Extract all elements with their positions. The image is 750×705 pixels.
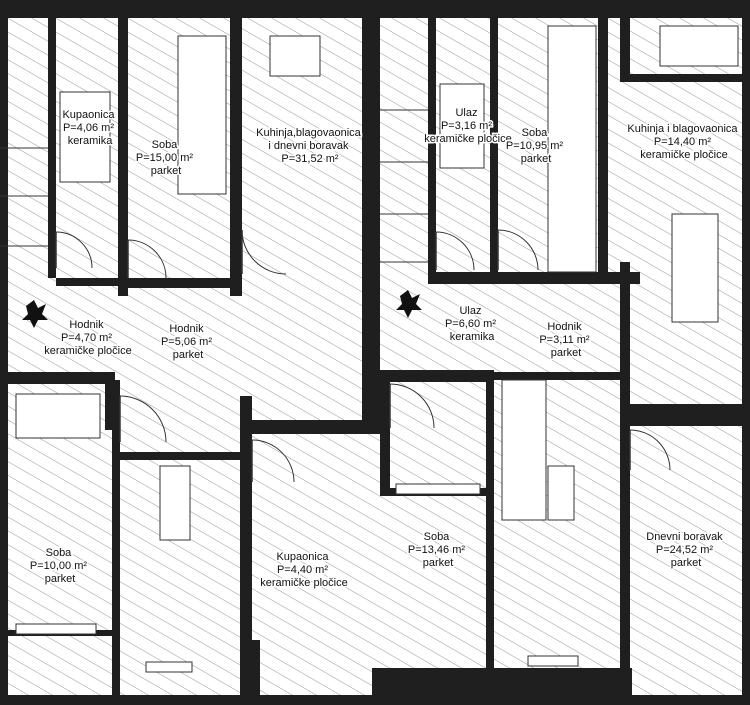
- door-swing: [55, 231, 93, 269]
- room-area: P=14,40 m²: [654, 136, 712, 148]
- radiator: [145, 661, 193, 673]
- room-floor: keramičke pločice: [44, 345, 131, 357]
- room-name: Soba: [46, 547, 73, 559]
- room-floor: keramičke pločice: [640, 149, 727, 161]
- door-swing: [389, 383, 435, 429]
- room-area: P=4,06 m²: [63, 122, 114, 134]
- room-label: Soba P=13,46 m² parket: [408, 531, 468, 569]
- room-name: Soba: [424, 531, 451, 543]
- wardrobe: [177, 35, 227, 195]
- radiator: [527, 655, 579, 667]
- fixtures: [15, 25, 739, 673]
- room-area: P=15,00 m²: [136, 152, 194, 164]
- shelf: [547, 465, 575, 521]
- room-label: Kuhinja i blagovaonica P=14,40 m² kerami…: [627, 123, 740, 161]
- room-area: P=4,70 m²: [61, 332, 112, 344]
- room-floor: parket: [151, 165, 182, 177]
- room-name: Ulaz: [455, 107, 477, 119]
- room-name: Soba: [152, 139, 179, 151]
- room-name: Kupaonica: [276, 551, 329, 563]
- room-floor: parket: [173, 349, 204, 361]
- room-name: Hodnik: [547, 321, 582, 333]
- room-area: P=4,40 m²: [277, 564, 328, 576]
- room-floor: parket: [671, 557, 702, 569]
- entrance-marker: [22, 300, 48, 328]
- room-label: Ulaz P=3,16 m² keramičke pločice: [424, 107, 511, 145]
- room-floor: parket: [551, 347, 582, 359]
- room-name: Dnevni boravak: [646, 531, 723, 543]
- room-name: Kupaonica: [62, 109, 115, 121]
- room-area: P=6,60 m²: [445, 318, 496, 330]
- wardrobe: [159, 465, 191, 541]
- room-label: Soba P=15,00 m² parket: [136, 139, 196, 177]
- door-swing: [497, 229, 539, 271]
- room-label: Hodnik P=4,70 m² keramičke pločice: [44, 319, 131, 357]
- room-label: Kupaonica P=4,06 m² keramika: [62, 109, 117, 147]
- room-area: P=10,95 m²: [506, 140, 564, 152]
- room-name: Soba: [522, 127, 549, 139]
- door-swing: [435, 231, 475, 271]
- room-name: Hodnik: [169, 323, 204, 335]
- room-name: Kuhinja i blagovaonica: [627, 123, 738, 135]
- room-name-line-2: i dnevni boravak: [268, 140, 349, 152]
- wardrobe: [547, 25, 597, 273]
- room-label: Hodnik P=3,11 m² parket: [539, 321, 592, 359]
- room-area: P=3,11 m²: [539, 334, 590, 346]
- room-floor: parket: [521, 153, 552, 165]
- bathtub: [439, 83, 485, 169]
- room-label: Ulaz P=6,60 m² keramika: [445, 305, 499, 343]
- door-swing: [119, 395, 167, 443]
- radiator: [15, 623, 97, 635]
- kitchen-counter: [659, 25, 739, 67]
- room-name: Hodnik: [69, 319, 104, 331]
- room-name: Ulaz: [459, 305, 481, 317]
- room-area: P=5,06 m²: [161, 336, 212, 348]
- dining-table: [671, 213, 719, 323]
- room-floor: keramičke pločice: [424, 133, 511, 145]
- door-swing: [241, 229, 287, 275]
- room-label: Soba P=10,00 m² parket: [30, 547, 90, 585]
- kitchen-counter: [269, 35, 321, 77]
- entrance-marker: [396, 290, 422, 318]
- bathtub: [59, 91, 111, 183]
- room-floor: keramičke pločice: [260, 577, 347, 589]
- room-labels: Kupaonica P=4,06 m² keramika Soba P=15,0…: [28, 106, 740, 591]
- room-area: P=3,16 m²: [441, 120, 492, 132]
- doors: [55, 229, 671, 483]
- door-swing: [629, 429, 671, 471]
- bathtub: [15, 393, 101, 439]
- room-name: Kuhinja,blagovaonica: [256, 127, 361, 139]
- room-label: Hodnik P=5,06 m² parket: [161, 323, 215, 361]
- room-label: Kupaonica P=4,40 m² keramičke pločice: [260, 551, 347, 589]
- room-label: Kuhinja,blagovaonica i dnevni boravak P=…: [256, 127, 364, 165]
- room-floor: parket: [423, 557, 454, 569]
- windows: [0, 109, 428, 263]
- wardrobe: [501, 379, 547, 521]
- room-area: P=24,52 m²: [656, 544, 714, 556]
- room-area: P=10,00 m²: [30, 560, 88, 572]
- room-area: P=31,52 m²: [281, 153, 339, 165]
- room-label: Soba P=10,95 m² parket: [506, 127, 566, 165]
- radiator: [395, 483, 481, 495]
- door-swing: [251, 439, 295, 483]
- door-swing: [127, 239, 167, 279]
- room-floor: keramika: [450, 331, 496, 343]
- room-label: Dnevni boravak P=24,52 m² parket: [646, 531, 726, 569]
- room-area: P=13,46 m²: [408, 544, 466, 556]
- room-floor: keramika: [68, 135, 114, 147]
- room-floor: parket: [45, 573, 76, 585]
